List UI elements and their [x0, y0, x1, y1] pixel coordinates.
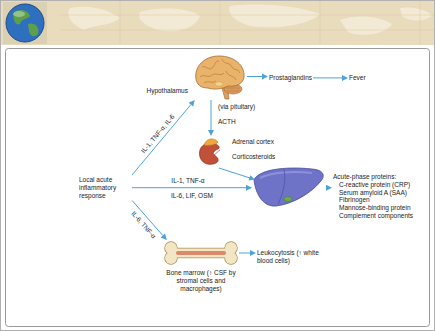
connector-line [239, 253, 250, 254]
connector-line [132, 105, 191, 175]
banner-map [68, 4, 432, 34]
connector-line [247, 76, 262, 77]
liver-illustration [254, 168, 323, 206]
arrowhead [161, 234, 167, 240]
effect-label: Fever [348, 73, 367, 83]
edge-label: IL-1, TNF-α [170, 177, 205, 184]
cytokine-label: IL-6, LIF, OSM [170, 192, 214, 199]
content-panel [6, 49, 430, 327]
arrowhead [326, 185, 332, 191]
connector-line [132, 187, 326, 188]
edge-label: ACTH [217, 119, 237, 126]
node-text: Mannose-binding protein [333, 204, 425, 212]
node-text: Adrenal cortex [232, 138, 292, 146]
connector [132, 185, 332, 191]
connector-line [211, 100, 212, 130]
arrowhead [246, 185, 252, 191]
connector [247, 74, 268, 80]
arrowhead [250, 250, 256, 256]
arrowhead [262, 74, 268, 80]
arrowhead [342, 75, 348, 81]
hormone-label: Corticosteroids [231, 153, 276, 160]
adrenal-kidney-illustration [196, 136, 226, 166]
node-text: Fibrinogen [333, 196, 425, 204]
connector-line [313, 77, 342, 78]
node-text: Serum amyloid A (SAA) [333, 189, 425, 197]
mediator-label: Prostaglandins [268, 73, 313, 83]
effect-label: Leukocytosis (↑ white blood cells) [256, 248, 330, 266]
connector [132, 100, 195, 175]
globe-tile [3, 2, 47, 44]
arrowhead [189, 100, 195, 107]
corticosteroid-arrowhead [249, 175, 255, 180]
brain-node: Hypothalamus [192, 53, 247, 100]
globe-shine [13, 11, 25, 17]
globe-icon [6, 4, 44, 42]
node-text: C-reactive protein (CRP) [333, 181, 425, 189]
node-text: Bone marrow (↑ CSF by stromal cells and … [159, 269, 243, 292]
globe-land [13, 10, 38, 36]
edge-label: IL-1, TNF-α, IL-6 [139, 112, 177, 155]
pathway-note: (via pituitary) [217, 103, 256, 110]
brain-illustration [192, 53, 247, 100]
adrenal-node: Adrenal cortex [196, 136, 226, 166]
source-label: Local acute inflammatory response [78, 175, 132, 200]
bone-illustration [163, 240, 239, 266]
edge-label: IL-6, TNF-α [130, 209, 159, 240]
node-text: Fever [349, 74, 366, 82]
arrowhead [208, 130, 214, 136]
node-text: Complement components [333, 212, 425, 220]
node-text: Local acute inflammatory response [79, 176, 131, 199]
connector [208, 100, 214, 136]
node-text: Hypothalamus [136, 87, 188, 95]
bone-marrow-node: Bone marrow (↑ CSF by stromal cells and … [163, 240, 239, 266]
corticosteroid-arrow [219, 168, 250, 178]
connector [239, 250, 256, 256]
header-banner [1, 1, 434, 45]
node-text: Prostaglandins [269, 74, 312, 82]
protein-list: Acute-phase proteins:C-reactive protein … [332, 172, 426, 221]
banner-grid [60, 1, 434, 45]
node-text: Leukocytosis (↑ white blood cells) [257, 249, 329, 265]
connector [313, 75, 348, 81]
node-text: Acute-phase proteins: [333, 173, 425, 181]
